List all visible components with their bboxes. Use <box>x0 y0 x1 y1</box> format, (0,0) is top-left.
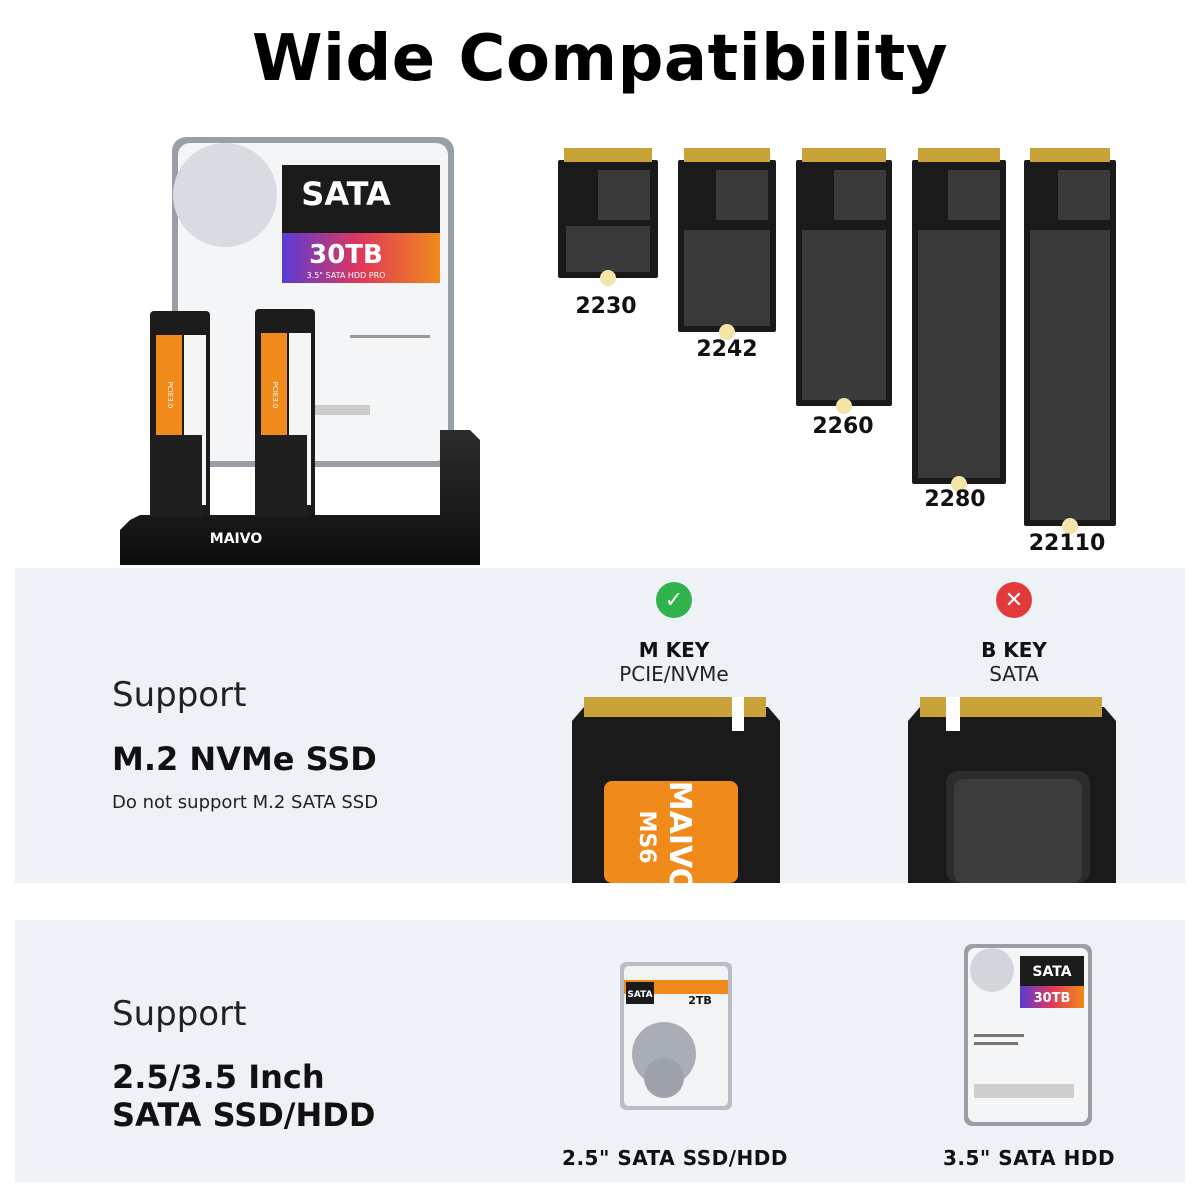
sata-support-main-line2: SATA SSD/HDD <box>112 1096 376 1134</box>
ssd-size-gallery <box>550 140 1130 560</box>
page-title: Wide Compatibility <box>251 22 949 96</box>
drive-3-5-interface: SATA <box>1032 964 1071 980</box>
check-icon: ✓ <box>656 582 692 618</box>
size-label-2242: 2242 <box>696 337 758 362</box>
size-label-22110: 22110 <box>1028 531 1106 556</box>
m-key-ssd-image: MAIVO MS6 <box>570 697 782 893</box>
m-key-sub: PCIE/NVMe <box>619 662 729 686</box>
svg-text:PCIE3.0: PCIE3.0 <box>166 382 174 409</box>
size-label-2230: 2230 <box>575 294 637 319</box>
drive-2-5-caption: 2.5" SATA SSD/HDD <box>562 1146 788 1170</box>
b-key-sub: SATA <box>989 662 1039 686</box>
drive-3-5-image: SATA 30TB <box>964 944 1092 1126</box>
dock-brand-text: MAIVO <box>210 531 263 547</box>
hdd-model-text: 3.5" SATA HDD PRO <box>307 271 386 280</box>
nvme-support-main: M.2 NVMe SSD <box>112 740 377 778</box>
nvme-support-sub: Do not support M.2 SATA SSD <box>112 792 379 813</box>
sata-support-word: Support <box>112 994 247 1034</box>
b-key-title: B KEY <box>981 638 1047 662</box>
drive-2-5-interface: SATA <box>627 990 652 1000</box>
b-key-ssd-image <box>906 697 1118 883</box>
cross-icon: ✕ <box>996 582 1032 618</box>
drive-2-5-capacity: 2TB <box>688 994 712 1007</box>
hdd-interface-text: SATA <box>301 175 391 213</box>
size-label-2260: 2260 <box>812 414 874 439</box>
drive-3-5-capacity: 30TB <box>1034 991 1071 1006</box>
drive-3-5-caption: 3.5" SATA HDD <box>942 1146 1116 1170</box>
nvme-support-word: Support <box>112 675 247 715</box>
m-key-ssd-brand: MAIVO <box>662 781 697 883</box>
svg-text:PCIE3.0: PCIE3.0 <box>271 382 279 409</box>
sata-support-main-line1: 2.5/3.5 Inch <box>112 1058 325 1096</box>
docking-station-image: SATA 30TB 3.5" SATA HDD PRO PCIE3.0 PCIE… <box>110 135 490 570</box>
m-key-title: M KEY <box>638 638 710 662</box>
hdd-capacity-text: 30TB <box>309 240 383 270</box>
drive-2-5-image: SATA 2TB <box>620 962 732 1110</box>
m-key-ssd-model: MS6 <box>634 810 659 863</box>
size-label-2280: 2280 <box>924 487 986 512</box>
